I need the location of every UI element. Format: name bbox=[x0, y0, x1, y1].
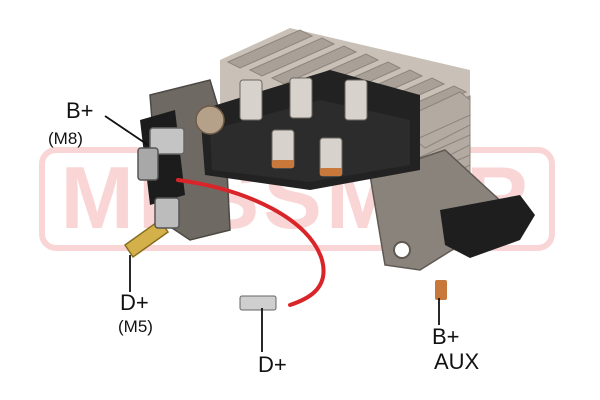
leader-b-plus-m8 bbox=[104, 115, 149, 146]
d-plus-connector bbox=[239, 295, 277, 311]
diode-clip-1 bbox=[239, 79, 263, 121]
diode-clips bbox=[239, 77, 368, 177]
copper-contacts bbox=[272, 160, 447, 300]
label-m5: (M5) bbox=[118, 317, 153, 336]
label-d-plus: D+ bbox=[258, 352, 287, 377]
m5-stud bbox=[123, 197, 180, 259]
label-aux: AUX bbox=[434, 349, 480, 374]
m8-stud bbox=[137, 105, 225, 181]
aux-terminal-housing bbox=[440, 195, 535, 258]
label-d-plus-m5: D+ bbox=[120, 290, 149, 315]
label-b-plus-aux: B+ bbox=[432, 324, 460, 349]
leader-lines bbox=[104, 115, 440, 352]
mounting-hole bbox=[393, 241, 411, 259]
diode-clip-3 bbox=[344, 79, 368, 121]
label-b-plus-m8: B+ bbox=[66, 98, 94, 123]
b-plus-aux-terminal bbox=[435, 280, 447, 300]
diode-clip-2 bbox=[289, 77, 313, 119]
d-plus-wire bbox=[176, 178, 326, 311]
label-m8: (M8) bbox=[48, 129, 83, 148]
